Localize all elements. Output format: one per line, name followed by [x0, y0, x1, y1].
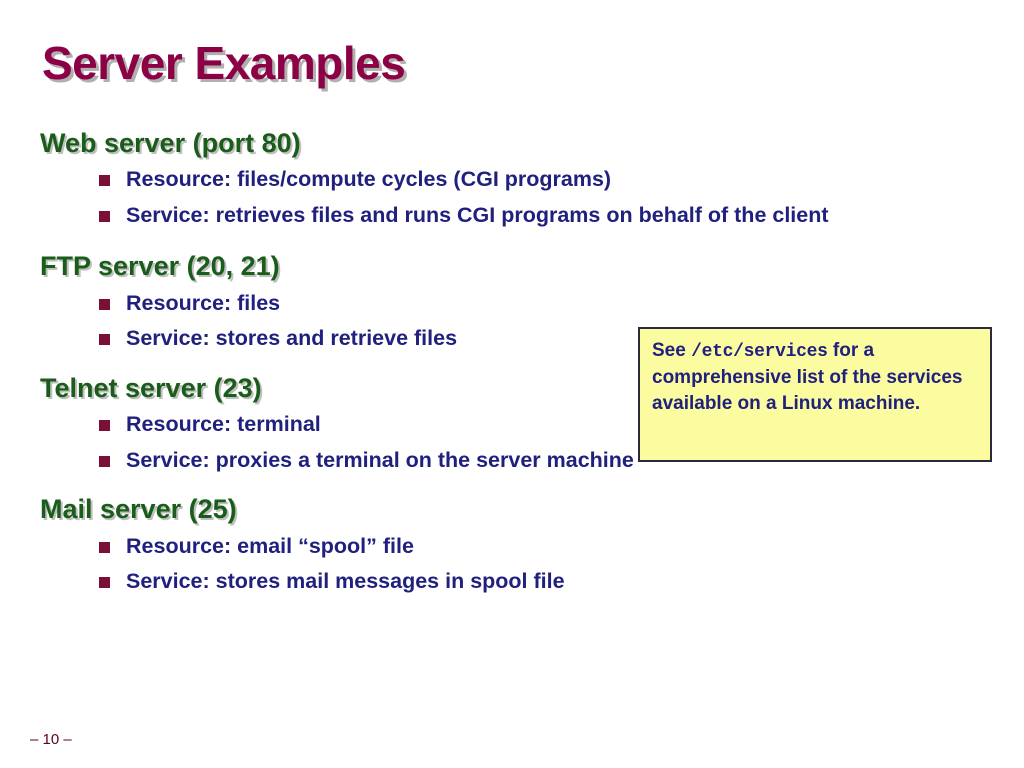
section-heading: Web server (port 80) — [40, 128, 301, 158]
section-web-server: Web server (port 80) Resource: files/com… — [0, 128, 1024, 229]
list-item-label: Service: stores mail messages in spool f… — [126, 569, 565, 594]
section-ftp-server: FTP server (20, 21) Resource: files Serv… — [0, 251, 1024, 352]
list-item: Service: retrieves files and runs CGI pr… — [0, 201, 1024, 230]
list-item-label: Service: retrieves files and runs CGI pr… — [126, 202, 829, 227]
list-item: Resource: files — [0, 289, 1024, 318]
list-item: Resource: terminal — [0, 410, 1024, 439]
page-title: Server Examples — [42, 37, 406, 89]
list-item: Resource: email “spool” file — [0, 532, 1024, 561]
list-item-label: Resource: files — [126, 290, 281, 315]
slide-number: – 10 – — [30, 731, 72, 748]
bullet-list: Resource: files/compute cycles (CGI prog… — [0, 165, 1024, 229]
list-item-label: Service: proxies a terminal on the serve… — [126, 447, 634, 472]
list-item: Service: stores mail messages in spool f… — [0, 567, 1024, 596]
list-item-label: Resource: terminal — [126, 412, 321, 437]
slide-body: Web server (port 80) Resource: files/com… — [0, 128, 1024, 596]
square-bullet-icon — [99, 420, 110, 432]
list-item-label: Service: stores and retrieve files — [126, 326, 458, 351]
bullet-list: Resource: email “spool” file Service: st… — [0, 532, 1024, 596]
bullet-list: Resource: terminal Service: proxies a te… — [0, 410, 1024, 474]
list-item-label: Resource: files/compute cycles (CGI prog… — [126, 167, 612, 192]
callout-path-text: /etc/services — [691, 342, 828, 362]
square-bullet-icon — [99, 175, 110, 187]
callout-text-after: for a comprehensive list of the services… — [652, 340, 963, 414]
square-bullet-icon — [99, 298, 110, 310]
square-bullet-icon — [99, 455, 110, 467]
section-heading: Mail server (25) — [40, 494, 237, 525]
list-item: Service: stores and retrieve files — [0, 324, 1024, 353]
square-bullet-icon — [99, 334, 110, 346]
section-mail-server: Mail server (25) Resource: email “spool”… — [0, 494, 1024, 595]
callout-note: See /etc/services for a comprehensive li… — [638, 327, 992, 462]
square-bullet-icon — [99, 577, 110, 589]
bullet-list: Resource: files Service: stores and retr… — [0, 289, 1024, 353]
section-telnet-server: Telnet server (23) Resource: terminal Se… — [0, 373, 1024, 474]
list-item: Service: proxies a terminal on the serve… — [0, 446, 1024, 475]
section-heading: FTP server (20, 21) — [40, 251, 280, 282]
square-bullet-icon — [99, 541, 110, 553]
list-item: Resource: files/compute cycles (CGI prog… — [0, 165, 1024, 194]
square-bullet-icon — [99, 210, 110, 222]
list-item-label: Resource: email “spool” file — [126, 533, 414, 558]
section-heading: Telnet server (23) — [40, 372, 262, 403]
callout-text-before: See — [652, 340, 692, 361]
